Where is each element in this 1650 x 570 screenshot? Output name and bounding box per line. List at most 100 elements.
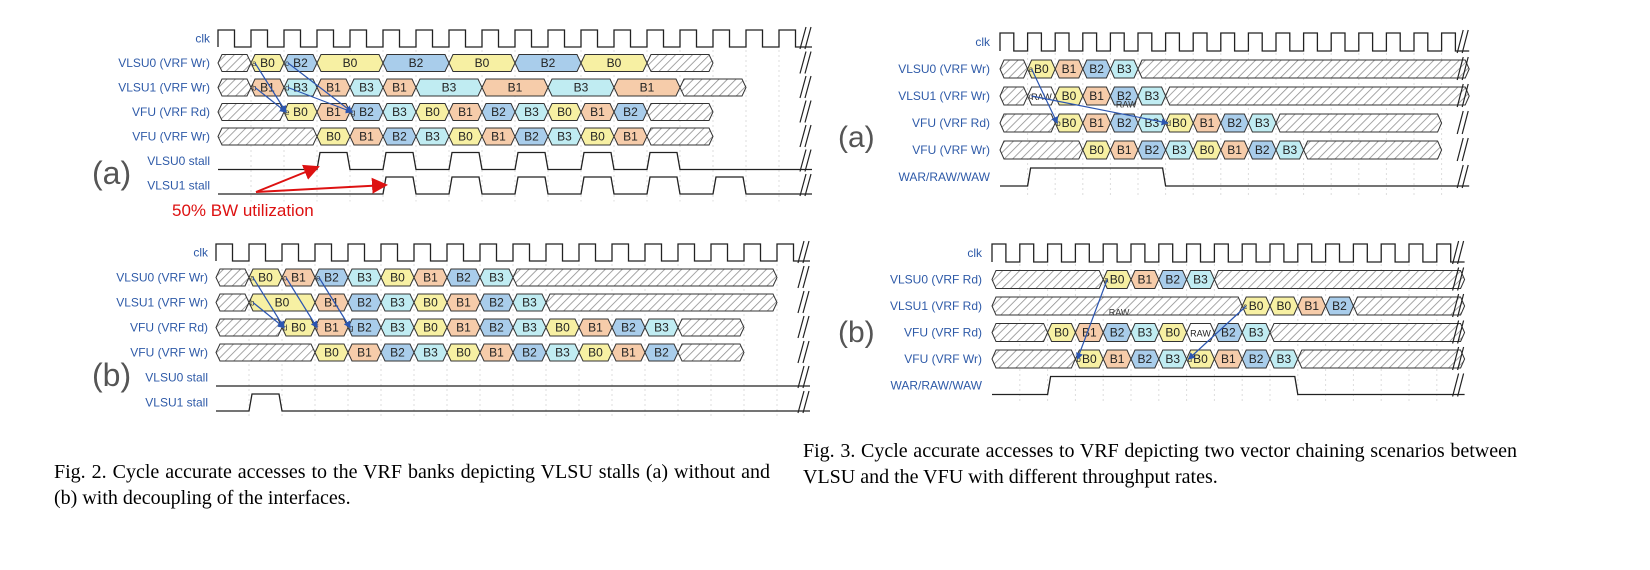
bank-label: B3 [1193,273,1208,287]
signal-label-vlsu1-stall: VLSU1 stall [147,179,210,193]
bank-label: B2 [359,105,374,119]
bank-label: B3 [1138,326,1153,340]
break-mark [799,26,812,50]
dependency-marker: e [285,108,290,117]
bank-label: B0 [1034,62,1049,76]
bw-arrow-2 [255,177,388,194]
dependency-marker: d [1167,119,1171,128]
fig2-panel-a-label: (a) [92,155,131,191]
idle-segment [991,349,1076,369]
bank-label: B0 [1193,352,1208,366]
idle-segment [999,113,1056,133]
bank-label: B0 [275,296,290,310]
bank-label: B0 [557,105,572,119]
idle-segment [679,78,747,97]
bank-label: B3 [1277,352,1292,366]
break-mark [799,149,812,172]
signal-label-vlsu0-vrf-wr: VLSU0 (VRF Wr) [116,271,208,285]
bank-label: B1 [456,296,471,310]
bank-label: B1 [1089,89,1104,103]
bank-label: B1 [1138,273,1153,287]
break-mark [1452,320,1465,344]
bank-label: B3 [1144,89,1159,103]
fig2-caption: Fig. 2. Cycle accurate accesses to the V… [54,461,770,509]
bank-label: B3 [654,321,669,335]
bank-label: B2 [1221,326,1236,340]
dependency-arrow [318,277,351,329]
bank-label: B3 [357,271,372,285]
dependency-arrow [1031,95,1169,126]
break-mark [1452,346,1465,371]
bank-label: B2 [1144,143,1159,157]
dependency-marker: e [316,274,321,283]
bank-label: B0 [343,56,358,70]
bank-label: B0 [1165,326,1180,340]
bank-label: B0 [1062,89,1077,103]
bank-label: B2 [1089,62,1104,76]
bank-label: B0 [1062,116,1077,130]
bank-label: B0 [390,271,405,285]
idle-segment [215,318,283,337]
bank-label: B0 [555,321,570,335]
bw-utilization-annotation: 50% BW utilization [172,201,314,220]
break-mark [799,51,812,74]
bank-label: B1 [456,321,471,335]
bank-label: B3 [1172,143,1187,157]
clock-waveform [217,29,812,48]
bank-label: B1 [326,81,341,95]
idle-segment [1352,296,1466,316]
idle-segment [1275,113,1443,133]
idle-segment [1297,349,1466,369]
raw-note: RAW [1116,99,1137,109]
bank-label: B2 [409,56,424,70]
dependency-marker: g [351,108,355,117]
break-mark [1456,29,1469,54]
idle-segment [991,323,1049,342]
dependency-marker: d [285,84,289,93]
bank-label: B1 [260,81,275,95]
signal-label-vfu-vrf-wr: VFU (VRF Wr) [912,143,990,157]
bank-label: B3 [1144,116,1159,130]
bank-label: B1 [1227,143,1242,157]
bank-label: B3 [524,105,539,119]
bank-label: B0 [1054,326,1069,340]
bank-label: B1 [508,81,523,95]
bank-label: B2 [1332,299,1347,313]
dependency-marker: c [283,274,287,283]
idle-segment [215,343,316,362]
bank-label: B1 [590,105,605,119]
bank-label: B3 [442,81,457,95]
break-mark [1456,164,1469,189]
bank-label: B2 [654,346,669,360]
bank-label: B1 [1221,352,1236,366]
bank-label: B1 [324,296,339,310]
bank-label: B0 [1249,299,1264,313]
bank-label: B0 [458,130,473,144]
dependency-marker: c [285,59,289,68]
bank-label: B3 [392,105,407,119]
bank-label: B1 [392,81,407,95]
break-mark [1452,267,1465,291]
signal-vlsu1-stall [218,173,812,197]
signal-vlsu0-stall [216,365,810,389]
bank-label: B2 [489,296,504,310]
bank-label: B2 [1165,273,1180,287]
signal-label-clk: clk [967,246,983,260]
dependency-arrow [1187,305,1247,360]
dependency-marker: c [1029,92,1033,101]
break-mark [1452,293,1465,318]
dependency-arrow [252,277,285,329]
signal-label-vlsu1-vrf-wr: VLSU1 (VRF Wr) [898,89,990,103]
bank-label: B2 [357,296,372,310]
dependency-marker: b [252,84,257,93]
idle-segment [999,59,1029,79]
